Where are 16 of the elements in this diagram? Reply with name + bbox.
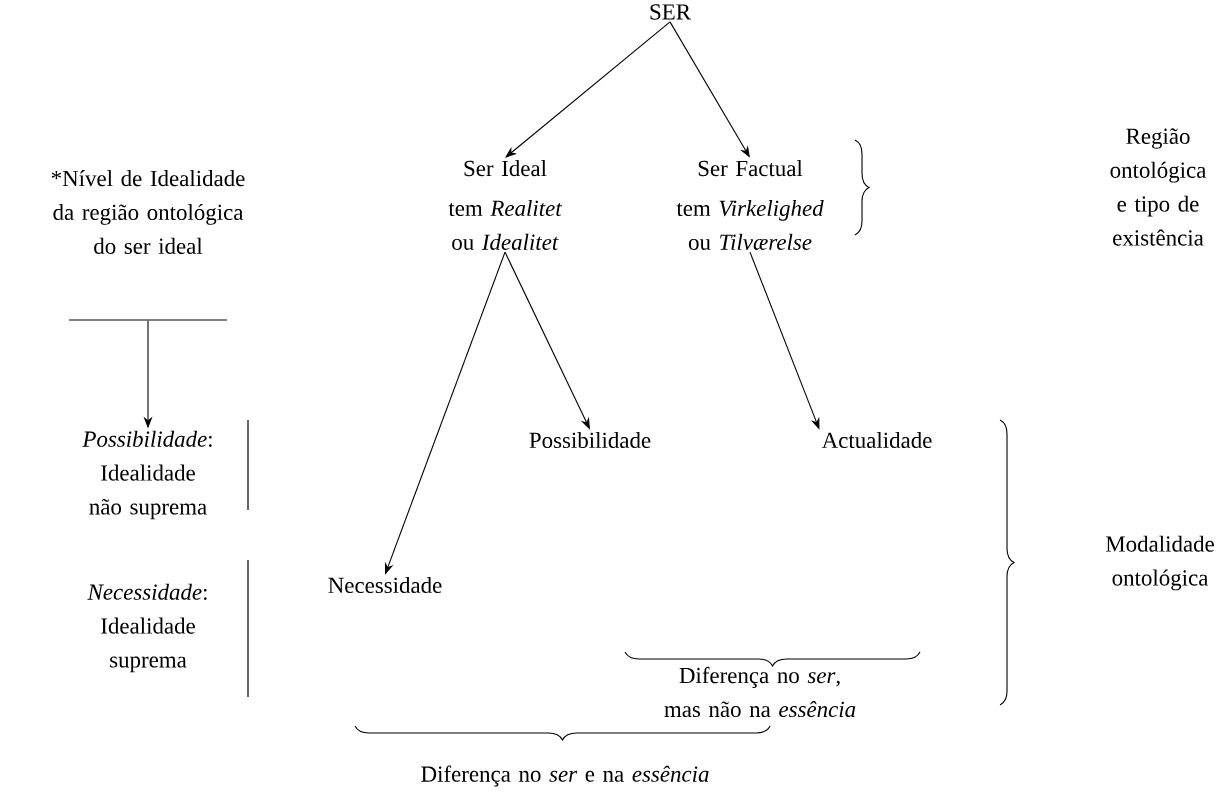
arrow [505,21,671,158]
concept-text: Ser Factual tem Virkelighed ou Tilværelse [676,160,824,250]
note-text: *Nível de Idealidade da região ontológica do ser ideal [51,170,245,254]
heading-text: SER [650,4,691,20]
side-text: Possibilidade: Idealidade não suprema [82,430,212,520]
note-text: Região ontológica e tipo de existência [1110,128,1207,246]
concept-text: Actualidade [821,431,932,449]
concept-text: Possibilidade [529,431,651,449]
concept-text: Necessidade [328,576,442,594]
bar-line [69,319,227,321]
concept-text: Ser Ideal tem Realitet ou Idealitet [448,160,563,250]
note-text: Diferença no ser e na essência [421,765,709,787]
arrow [669,21,750,158]
side-text: Necessidade: Idealidade suprema [87,583,207,673]
note-text: Diferença no ser, mas não na essência [664,666,856,718]
note-text: Modalidade ontológica [1105,535,1214,591]
